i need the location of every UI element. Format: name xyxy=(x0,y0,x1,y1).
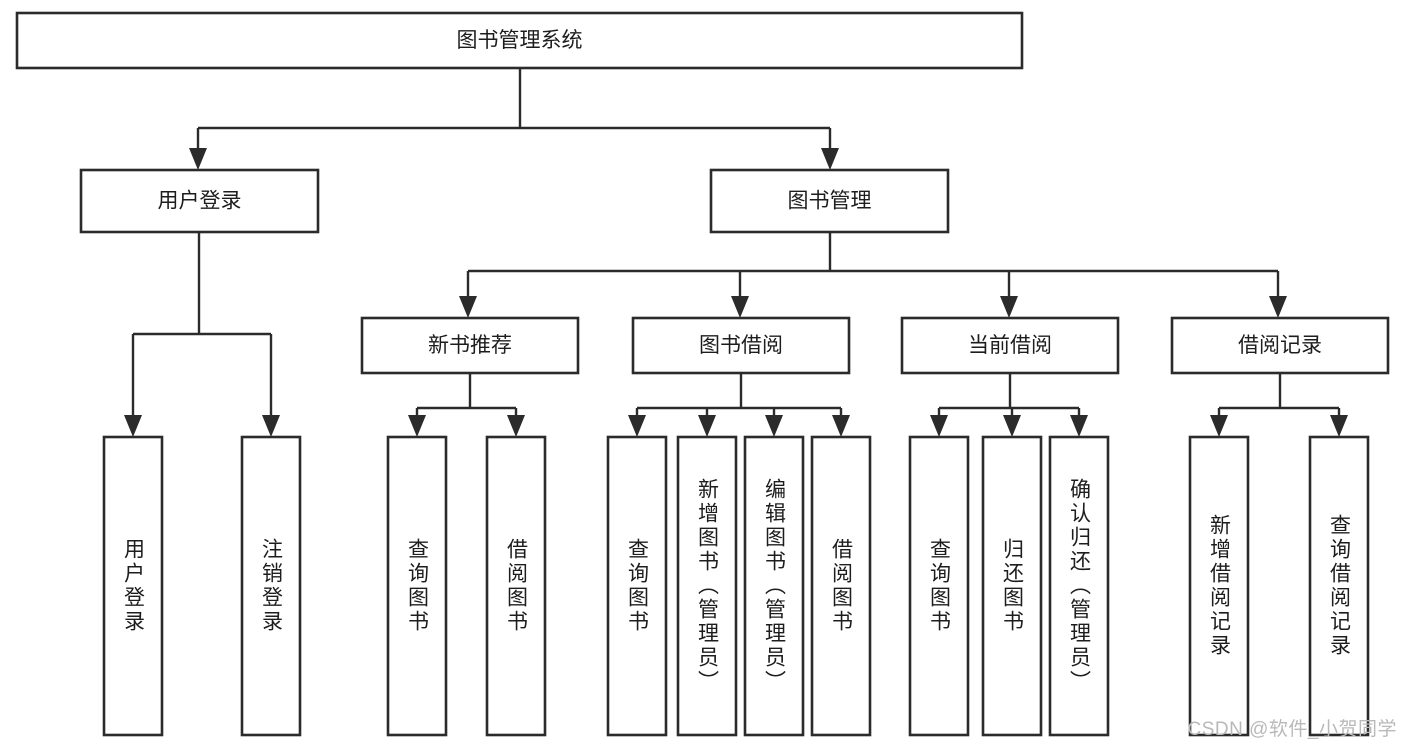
node-leaf-confirm-return[interactable] xyxy=(1048,435,1110,737)
node-leaf-user-logout-label-wrap: 注销登录 xyxy=(242,437,300,735)
node-leaf-borrow-book-2-label-wrap: 借阅图书 xyxy=(812,437,870,735)
node-leaf-add-book[interactable] xyxy=(676,435,738,737)
node-leaf-borrow-book-2[interactable] xyxy=(810,435,872,737)
node-leaf-query-book-2[interactable] xyxy=(606,435,668,737)
node-root-system-label: 图书管理系统 xyxy=(457,29,583,52)
node-leaf-add-book-label: 新增图书（管理员） xyxy=(695,478,719,694)
connector-layer xyxy=(124,68,1348,437)
node-book-borrow[interactable] xyxy=(631,316,851,375)
node-leaf-query-record-label: 查询借阅记录 xyxy=(1327,514,1351,658)
node-leaf-add-book-label-wrap: 新增图书（管理员） xyxy=(678,437,736,735)
arrow-head-icon xyxy=(1269,296,1287,318)
node-leaf-query-book-3[interactable] xyxy=(908,435,970,737)
arrow-head-icon xyxy=(1210,415,1228,437)
arrow-head-icon xyxy=(1070,415,1088,437)
node-borrow-record-label: 借阅记录 xyxy=(1238,334,1322,357)
arrow-head-icon xyxy=(930,415,948,437)
arrow-head-icon xyxy=(124,415,142,437)
node-new-book-recommend-label: 新书推荐 xyxy=(428,334,512,357)
arrow-head-icon xyxy=(698,415,716,437)
node-leaf-edit-book-label-wrap: 编辑图书（管理员） xyxy=(745,437,803,735)
node-leaf-user-logout[interactable] xyxy=(240,435,302,737)
node-book-manage-label: 图书管理 xyxy=(788,190,872,213)
node-leaf-add-record[interactable] xyxy=(1188,435,1250,737)
arrow-head-icon xyxy=(1003,415,1021,437)
node-leaf-query-book-3-label: 查询图书 xyxy=(927,538,951,634)
node-book-manage[interactable] xyxy=(709,168,950,234)
node-leaf-query-record-label-wrap: 查询借阅记录 xyxy=(1310,437,1368,735)
arrow-head-icon xyxy=(628,415,646,437)
node-leaf-user-login[interactable] xyxy=(102,435,164,737)
node-leaf-confirm-return-label: 确认归还（管理员） xyxy=(1067,478,1091,694)
node-leaf-add-record-label: 新增借阅记录 xyxy=(1207,514,1231,658)
node-current-borrow[interactable] xyxy=(900,316,1120,375)
arrow-head-icon xyxy=(821,148,839,170)
node-leaf-user-login-label: 用户登录 xyxy=(121,538,145,634)
arrow-head-icon xyxy=(507,415,525,437)
node-leaf-query-book-3-label-wrap: 查询图书 xyxy=(910,437,968,735)
node-leaf-return-book[interactable] xyxy=(981,435,1043,737)
node-box-layer xyxy=(15,11,1390,737)
node-leaf-edit-book-label: 编辑图书（管理员） xyxy=(762,478,786,694)
node-leaf-query-book-1-label: 查询图书 xyxy=(405,538,429,634)
arrow-head-icon xyxy=(1330,415,1348,437)
node-leaf-confirm-return-label-wrap: 确认归还（管理员） xyxy=(1050,437,1108,735)
node-leaf-query-book-1[interactable] xyxy=(386,435,448,737)
arrow-head-icon xyxy=(832,415,850,437)
node-root-system[interactable] xyxy=(15,11,1024,70)
node-leaf-borrow-book-1[interactable] xyxy=(485,435,547,737)
arrow-head-icon xyxy=(262,415,280,437)
node-leaf-borrow-book-2-label: 借阅图书 xyxy=(829,538,853,634)
node-leaf-query-book-2-label: 查询图书 xyxy=(625,538,649,634)
node-new-book-recommend[interactable] xyxy=(360,316,580,375)
node-leaf-add-record-label-wrap: 新增借阅记录 xyxy=(1190,437,1248,735)
node-leaf-return-book-label: 归还图书 xyxy=(1000,538,1024,634)
node-borrow-record[interactable] xyxy=(1170,316,1390,375)
node-book-borrow-label: 图书借阅 xyxy=(699,334,783,357)
node-leaf-return-book-label-wrap: 归还图书 xyxy=(983,437,1041,735)
node-user-login-label: 用户登录 xyxy=(158,190,242,213)
arrow-head-icon xyxy=(765,415,783,437)
arrow-head-icon xyxy=(408,415,426,437)
node-leaf-query-record[interactable] xyxy=(1308,435,1370,737)
arrow-head-icon xyxy=(1000,296,1018,318)
node-leaf-user-logout-label: 注销登录 xyxy=(259,538,283,634)
csdn-watermark: CSDN @软件_小贺同学 xyxy=(1187,719,1397,740)
arrow-head-icon xyxy=(731,296,749,318)
node-leaf-user-login-label-wrap: 用户登录 xyxy=(104,437,162,735)
node-leaf-query-book-2-label-wrap: 查询图书 xyxy=(608,437,666,735)
node-user-login[interactable] xyxy=(79,168,320,234)
node-leaf-borrow-book-1-label-wrap: 借阅图书 xyxy=(487,437,545,735)
arrow-head-icon xyxy=(189,148,207,170)
arrow-head-icon xyxy=(459,296,477,318)
node-leaf-borrow-book-1-label: 借阅图书 xyxy=(504,538,528,634)
node-leaf-edit-book[interactable] xyxy=(743,435,805,737)
node-leaf-query-book-1-label-wrap: 查询图书 xyxy=(388,437,446,735)
node-current-borrow-label: 当前借阅 xyxy=(968,334,1052,357)
